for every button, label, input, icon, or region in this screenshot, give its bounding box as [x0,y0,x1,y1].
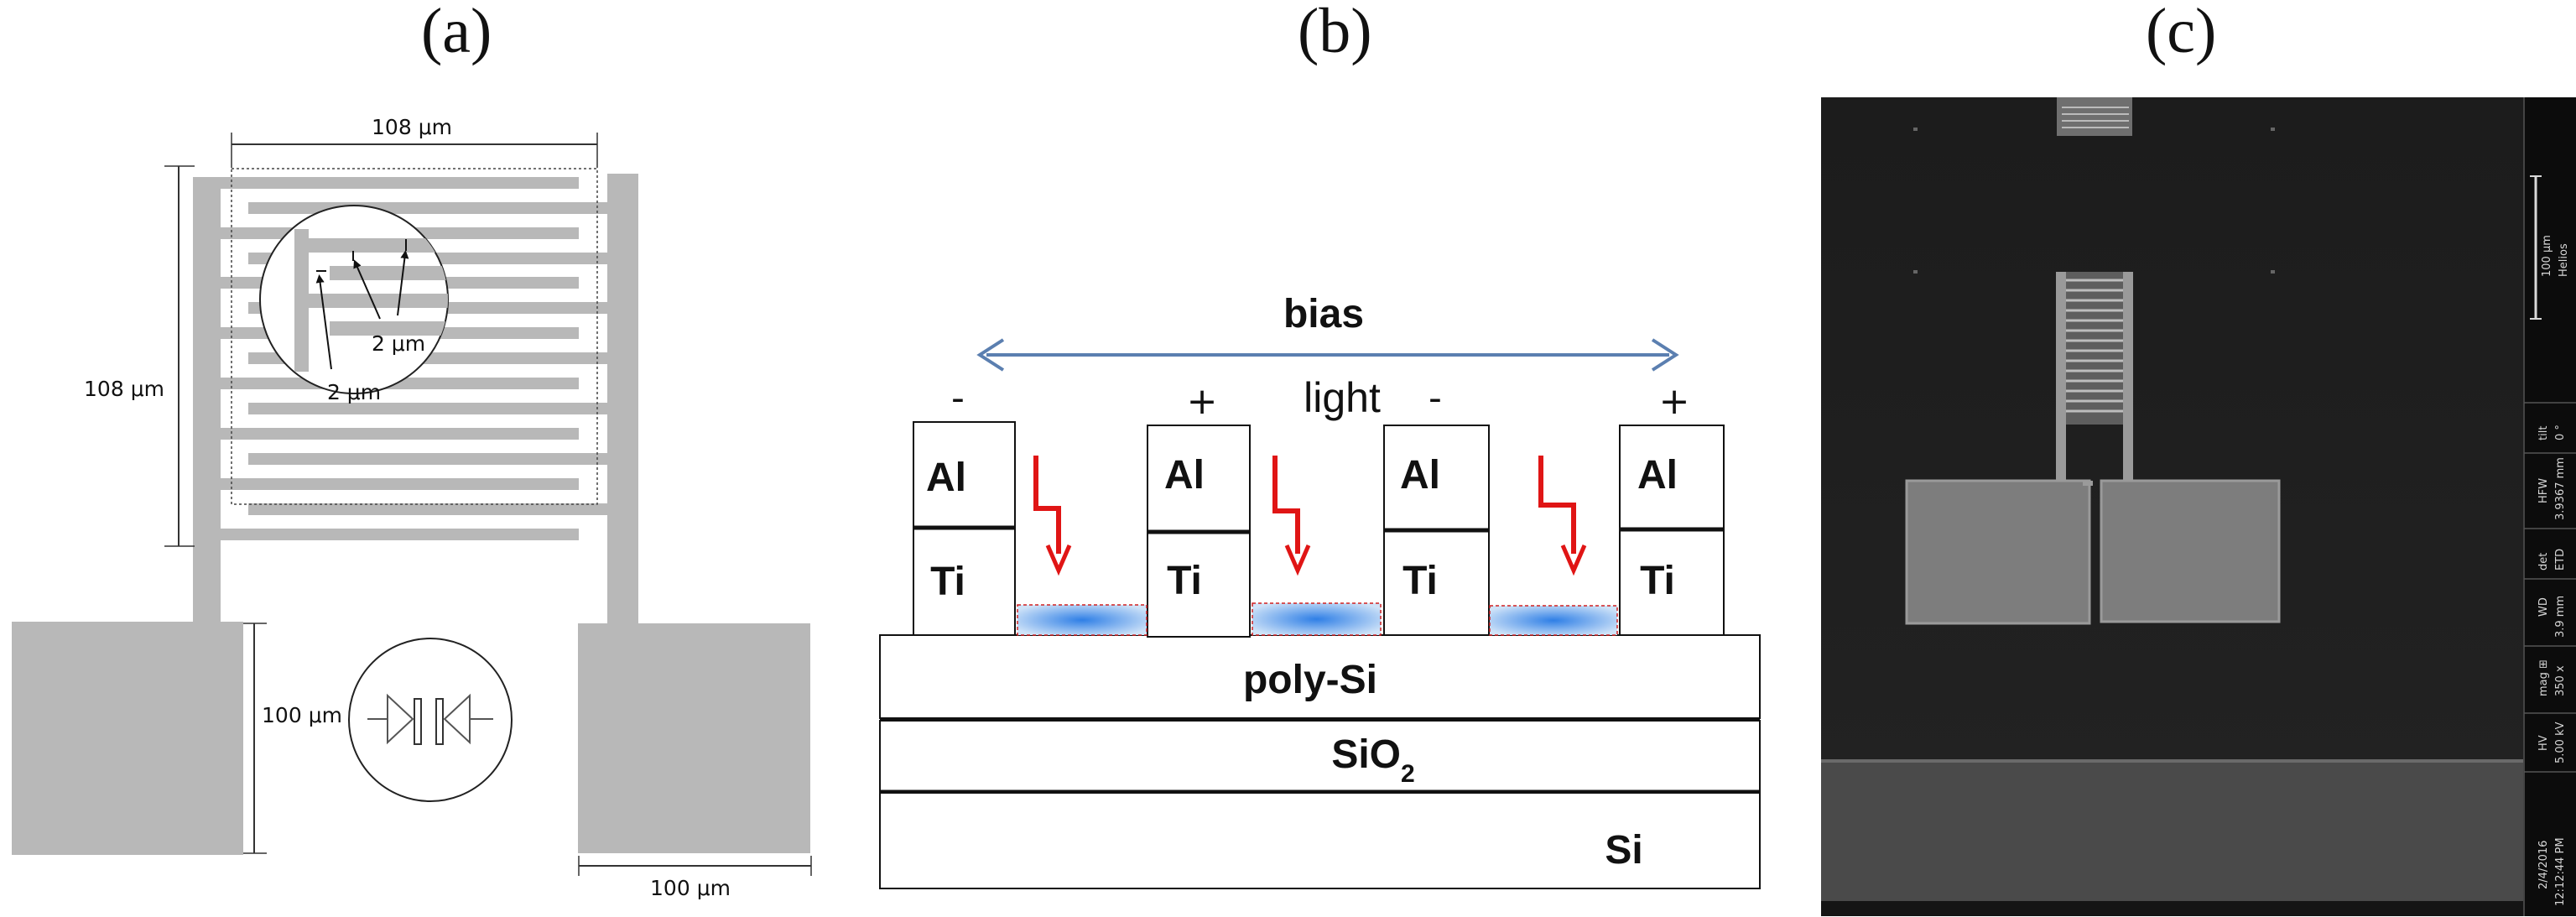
svg-text:Ti: Ti [1640,559,1675,603]
svg-text:Ti: Ti [1167,559,1202,603]
svg-text:0 °: 0 ° [2554,425,2567,440]
light-label: light [1304,374,1381,421]
sio2-layer [879,720,1761,792]
left-bus-line [193,177,221,623]
active-region-3 [1489,605,1618,636]
sem-image: 100 μm Helios tilt 0 ° HFW 3.9367 mm det… [1821,97,2576,916]
svg-text:WD: WD [2537,597,2550,617]
svg-text:350 x: 350 x [2554,665,2567,696]
svg-text:3.9 mm: 3.9 mm [2554,596,2567,638]
panel-a-label: (a) [421,0,492,66]
poly-si-layer [879,634,1761,719]
panel-b-label: (b) [1298,0,1372,66]
svg-text:Ti: Ti [1402,559,1438,603]
svg-text:Helios: Helios [2558,243,2570,277]
bias-label: bias [1283,292,1364,336]
sign-4: + [1659,380,1690,423]
svg-text:Ti: Ti [930,560,965,604]
sio2-subscript: 2 [1401,760,1415,788]
svg-text:mag ⊞: mag ⊞ [2537,659,2550,696]
light-arrow-3 [1538,456,1587,576]
sio2-label: SiO [1331,732,1401,777]
left-contact-pad [12,622,243,855]
panel-a-schematic: 108 μm 108 μm 100 μm 100 μm [12,115,812,900]
electrode-3: Al Ti [1383,425,1490,636]
diode-symbol [348,638,513,802]
electrode-4: Al Ti [1619,425,1725,636]
electrode-2: Al Ti [1147,425,1251,638]
electrode-1: Al Ti [913,421,1016,636]
sem-fingers [2060,279,2129,413]
gap-label-b: 2 μm [327,380,381,404]
dim-left-label: 108 μm [84,377,164,401]
light-arrow-2 [1272,456,1311,576]
svg-text:3.9367 mm: 3.9367 mm [2554,457,2567,520]
dim-pad-width-label: 100 μm [650,876,731,900]
svg-text:HFW: HFW [2537,478,2550,503]
gap-label-a: 2 μm [372,331,425,356]
panel-b-cross-section: bias light - + - + poly-Si SiO 2 Si Al T… [879,292,1761,889]
right-bus-line [607,174,638,623]
active-region-1 [1017,604,1147,636]
svg-text:5.00 kV: 5.00 kV [2554,722,2567,763]
svg-text:2/4/2016: 2/4/2016 [2537,841,2550,889]
right-contact-pad [578,623,810,853]
svg-text:Al: Al [1400,453,1440,498]
svg-text:Al: Al [926,456,966,500]
sign-2: + [1187,380,1218,423]
active-region-2 [1252,602,1382,636]
dim-top-label: 108 μm [372,115,452,139]
svg-text:det: det [2537,553,2550,571]
svg-text:tilt: tilt [2537,426,2550,440]
light-arrow-1 [1033,456,1072,576]
si-label: Si [1605,828,1642,873]
magnified-inset: 2 μm 2 μm [259,205,449,404]
dim-pad-height-label: 100 μm [262,703,342,727]
poly-si-label: poly-Si [1243,658,1377,702]
active-area-outline [231,168,598,505]
sem-scale-label: 100 μm [2541,235,2553,277]
svg-text:ETD: ETD [2554,549,2567,571]
sem-right-pad [2100,479,2281,623]
svg-text:12:12:44 PM: 12:12:44 PM [2554,837,2567,906]
svg-text:Al: Al [1637,453,1678,498]
sem-info-bar [2524,97,2576,916]
panel-c-label: (c) [2146,0,2217,66]
sign-3: - [1429,377,1442,419]
sem-left-pad [1905,479,2091,625]
si-substrate-layer [879,792,1761,889]
svg-text:Al: Al [1164,453,1205,498]
sign-1: - [951,377,965,419]
svg-text:HV: HV [2537,735,2550,751]
